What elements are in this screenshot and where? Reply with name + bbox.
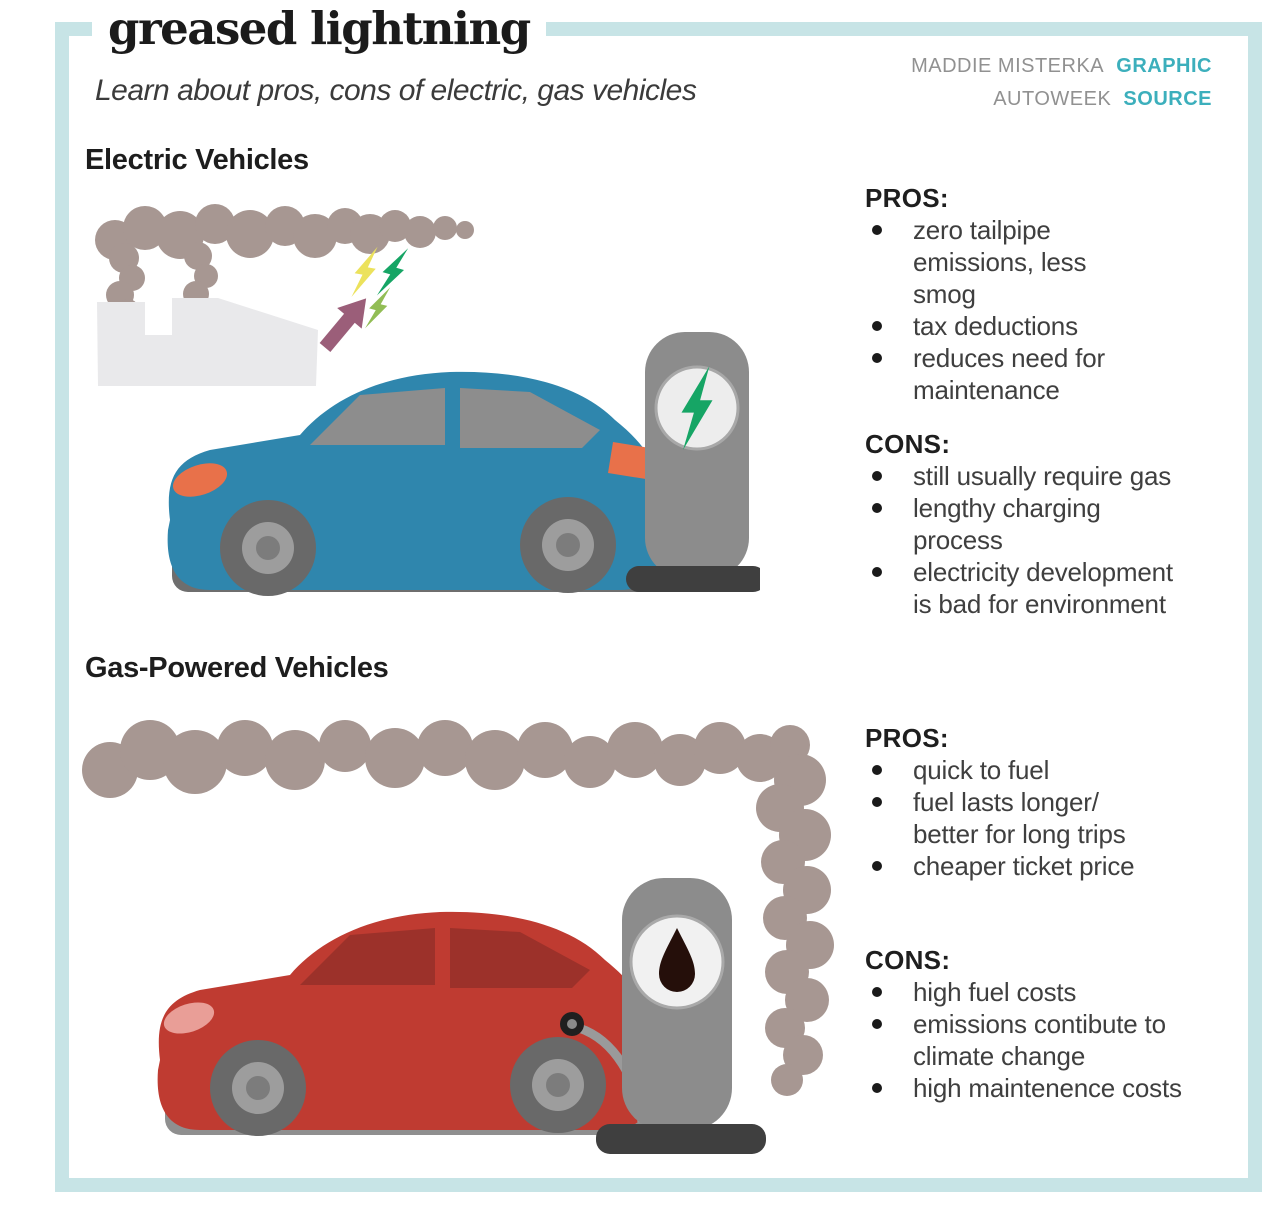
electric-car — [167, 371, 661, 596]
credit-source: AUTOWEEK SOURCE — [911, 83, 1212, 116]
credit-graphic: MADDIE MISTERKA GRAPHIC — [911, 50, 1212, 83]
pros-heading: PROS: — [865, 723, 949, 753]
charging-bolt-icon — [681, 366, 713, 450]
pump-base — [596, 1124, 766, 1154]
cons-heading: CONS: — [865, 429, 951, 459]
car-window-rear — [460, 388, 600, 448]
electric-pros-cons: PROS: zero tailpipe emissions, less smog… — [865, 182, 1237, 620]
list-item: high maintenence costs — [865, 1072, 1237, 1104]
wheel-icon — [210, 1040, 306, 1136]
list-item: tax deductions — [865, 310, 1237, 342]
pros-heading: PROS: — [865, 183, 949, 213]
lightning-bolt-green-icon — [376, 248, 409, 296]
list-item-text: zero tailpipe emissions, less smog — [913, 215, 1087, 309]
gas-pros-list: quick to fuel fuel lasts longer/ better … — [865, 754, 1237, 882]
list-item: fuel lasts longer/ better for long trips — [865, 786, 1237, 850]
electric-pros-list: zero tailpipe emissions, less smog tax d… — [865, 214, 1237, 406]
credits: MADDIE MISTERKA GRAPHIC AUTOWEEK SOURCE — [911, 50, 1212, 116]
bullet-dot — [872, 353, 882, 363]
gas-illustration — [82, 720, 834, 1154]
section-heading-gas: Gas-Powered Vehicles — [85, 652, 389, 684]
wheel-icon — [220, 500, 316, 596]
list-item: still usually require gas — [865, 460, 1237, 492]
list-item-text: quick to fuel — [913, 755, 1050, 785]
headlight — [163, 1002, 215, 1034]
credit-graphic-name: MADDIE MISTERKA — [911, 55, 1105, 77]
lightning-bolt-yellow-icon — [351, 246, 378, 298]
bullet-dot — [872, 987, 882, 997]
car-window-rear — [450, 928, 590, 988]
list-item: reduces need for maintenance — [865, 342, 1237, 406]
cons-heading: CONS: — [865, 945, 951, 975]
bullet-dot — [872, 225, 882, 235]
electric-illustration — [95, 204, 760, 596]
bullet-dot — [872, 471, 882, 481]
wheel-icon — [520, 497, 616, 593]
taillight — [608, 442, 652, 480]
wheel-icon — [510, 1037, 606, 1133]
bullet-dot — [872, 861, 882, 871]
electric-cons-list: still usually require gas lengthy chargi… — [865, 460, 1237, 620]
bullet-dot — [872, 567, 882, 577]
credit-source-role: SOURCE — [1123, 88, 1212, 110]
page-subtitle: Learn about pros, cons of electric, gas … — [95, 74, 697, 107]
list-item: emissions contibute to climate change — [865, 1008, 1237, 1072]
headlight — [172, 463, 228, 497]
list-item-text: cheaper ticket price — [913, 851, 1135, 881]
list-item-text: reduces need for maintenance — [913, 343, 1105, 405]
list-item-text: emissions contibute to climate change — [913, 1009, 1166, 1071]
list-item: electricity development is bad for envir… — [865, 556, 1237, 620]
factory-icon — [97, 298, 318, 386]
bullet-dot — [872, 321, 882, 331]
bullet-dot — [872, 503, 882, 513]
gas-pros-cons: PROS: quick to fuel fuel lasts longer/ b… — [865, 722, 1237, 1104]
charging-station-icon — [626, 332, 760, 592]
list-item: quick to fuel — [865, 754, 1237, 786]
bullet-dot — [872, 797, 882, 807]
list-item: high fuel costs — [865, 976, 1237, 1008]
bullet-dot — [872, 1083, 882, 1093]
arrow-up-icon — [319, 298, 367, 352]
lightning-bolt-yellowgreen-icon — [365, 287, 391, 329]
fuel-port-center — [567, 1019, 577, 1029]
list-item: lengthy charging process — [865, 492, 1237, 556]
list-item: zero tailpipe emissions, less smog — [865, 214, 1237, 310]
exhaust-smoke-icon — [82, 720, 834, 1096]
bullet-dot — [872, 1019, 882, 1029]
section-heading-electric: Electric Vehicles — [85, 144, 309, 176]
list-item-text: fuel lasts longer/ better for long trips — [913, 787, 1126, 849]
credit-source-name: AUTOWEEK — [993, 88, 1112, 110]
station-base — [626, 566, 760, 592]
gas-pump-icon — [596, 878, 766, 1154]
list-item-text: lengthy charging process — [913, 493, 1101, 555]
gas-car — [157, 911, 651, 1136]
list-item-text: still usually require gas — [913, 461, 1172, 491]
factory-smoke-icon — [95, 204, 474, 321]
list-item-text: high maintenence costs — [913, 1073, 1182, 1103]
car-window-front — [310, 388, 445, 445]
list-item-text: electricity development is bad for envir… — [913, 557, 1173, 619]
bullet-dot — [872, 765, 882, 775]
oil-drop-icon — [659, 928, 695, 992]
credit-graphic-role: GRAPHIC — [1116, 55, 1212, 77]
page-title: greased lightning — [92, 2, 546, 55]
list-item-text: tax deductions — [913, 311, 1078, 341]
list-item-text: high fuel costs — [913, 977, 1077, 1007]
list-item: cheaper ticket price — [865, 850, 1237, 882]
car-window-front — [300, 928, 435, 985]
gas-cons-list: high fuel costs emissions contibute to c… — [865, 976, 1237, 1104]
